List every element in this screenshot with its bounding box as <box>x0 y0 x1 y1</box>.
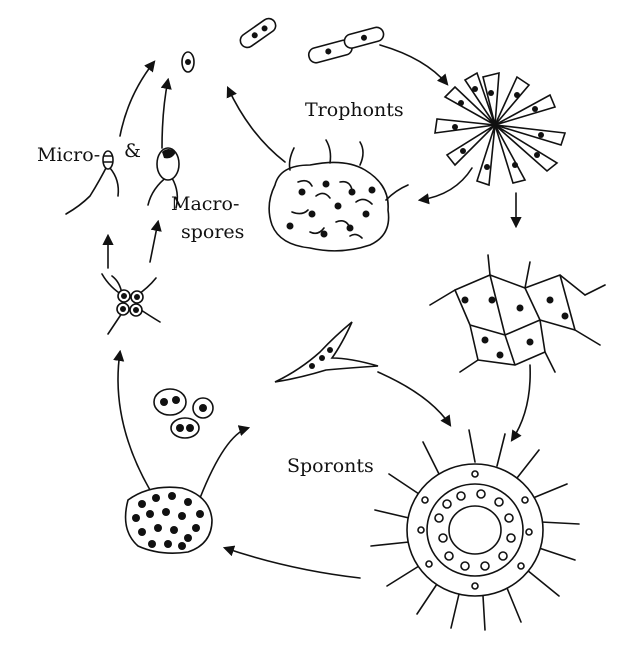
arrow-spindle-to-sporont <box>377 371 452 427</box>
arrow-cluster-to-spindle <box>199 425 251 499</box>
arrow-cluster-to-tetrad <box>113 349 151 491</box>
microspore <box>65 150 120 215</box>
trophont-network <box>429 254 606 373</box>
micro-label: Micro- <box>37 144 101 166</box>
spindle-sporont <box>274 321 379 383</box>
arrow-cyst-to-top <box>226 85 286 163</box>
sporont-pairs <box>153 388 214 439</box>
arrow-tetrad-to-macro <box>149 219 162 263</box>
ampersand-label: & <box>124 140 141 162</box>
arrow-macro-to-top <box>160 77 172 149</box>
sporont-cyst <box>370 429 580 631</box>
macro-label-line1: Macro- <box>171 193 240 215</box>
spore-cluster <box>124 486 213 554</box>
trophont-rosette <box>434 71 567 187</box>
arrow-rosette-to-cyst <box>417 167 473 205</box>
arrow-micro-to-top <box>119 60 156 137</box>
macro-label-line2: spores <box>181 221 245 243</box>
arrow-trophont-to-rosette <box>379 44 449 86</box>
sporonts-label: Sporonts <box>287 455 374 477</box>
trophont-cyst <box>268 139 409 252</box>
arrow-sporont-to-cluster <box>222 545 361 579</box>
top-free-cells <box>181 17 385 73</box>
trophonts-label: Trophonts <box>305 99 404 121</box>
macrospore <box>147 147 180 209</box>
spore-tetrad <box>101 273 161 335</box>
arrow-network-to-sporont <box>510 364 531 442</box>
cycle-arrows <box>102 44 531 579</box>
